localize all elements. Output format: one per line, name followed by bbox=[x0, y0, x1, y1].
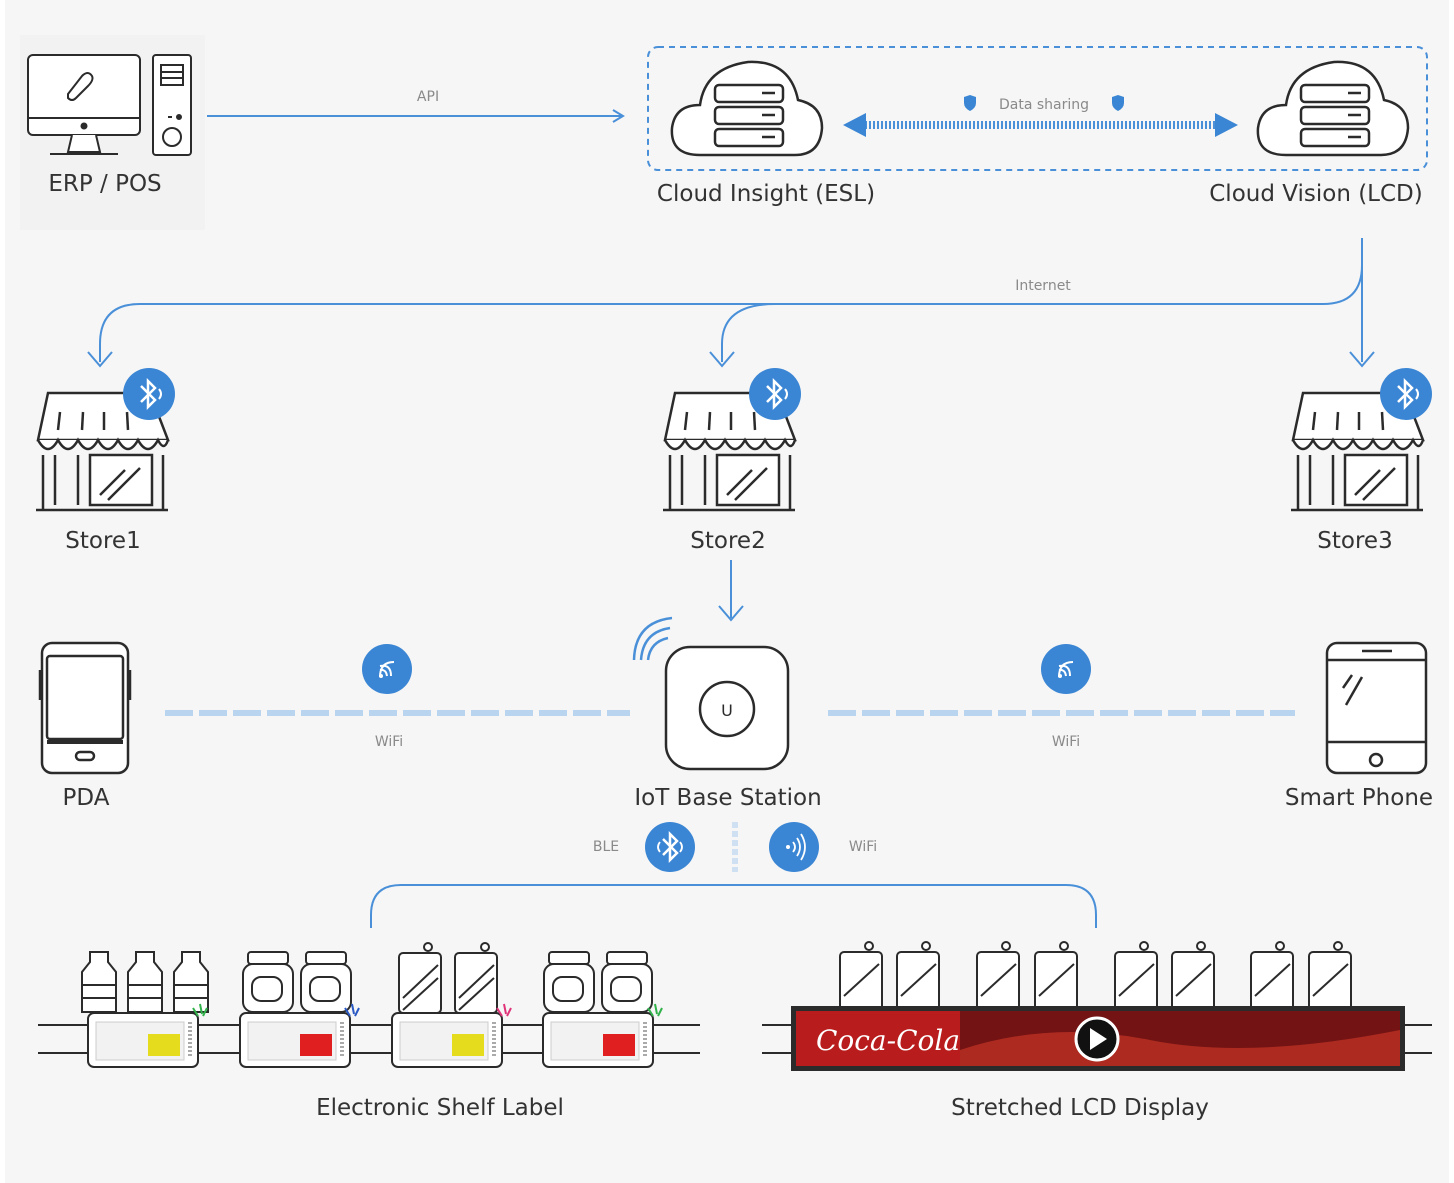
bottle-products bbox=[81, 951, 209, 1013]
esl-label: Electronic Shelf Label bbox=[316, 1095, 564, 1121]
cloud-insight-label: Cloud Insight (ESL) bbox=[657, 181, 875, 207]
shield-icon bbox=[964, 95, 976, 111]
bluetooth-badge-icon bbox=[123, 368, 175, 420]
lcd-label: Stretched LCD Display bbox=[951, 1095, 1209, 1121]
wifi-right-link bbox=[828, 644, 1295, 716]
erp-pos-label: ERP / POS bbox=[48, 171, 161, 197]
esl-tag bbox=[87, 1003, 208, 1068]
signal-waves-icon bbox=[632, 616, 673, 661]
internet-lines bbox=[87, 238, 1375, 368]
pda-label: PDA bbox=[63, 785, 110, 811]
wifi-right-label: WiFi bbox=[1052, 734, 1080, 750]
bracket-line bbox=[370, 884, 1097, 928]
bluetooth-badge-icon bbox=[749, 368, 801, 420]
data-sharing-label: Data sharing bbox=[999, 97, 1089, 113]
store1-node: Store1 bbox=[36, 368, 175, 554]
store-icon bbox=[1291, 391, 1425, 512]
store3-label: Store3 bbox=[1317, 528, 1392, 554]
play-icon[interactable] bbox=[1074, 1016, 1120, 1062]
iot-base-station-label: IoT Base Station bbox=[634, 785, 821, 811]
cloud-server-icon bbox=[1256, 60, 1410, 157]
store1-label: Store1 bbox=[65, 528, 140, 554]
store-icon bbox=[663, 391, 797, 512]
store-to-base-arrow bbox=[718, 560, 744, 622]
api-label: API bbox=[417, 89, 439, 105]
bluetooth-badge-icon bbox=[1380, 368, 1432, 420]
pda-node: PDA bbox=[38, 641, 132, 811]
diagram-background bbox=[5, 0, 1449, 1183]
wifi-badge-icon bbox=[1041, 644, 1091, 694]
store2-node: Store2 bbox=[663, 368, 801, 554]
phone-icon bbox=[1325, 641, 1428, 775]
can-products bbox=[839, 941, 1352, 1011]
cloud-vision-label: Cloud Vision (LCD) bbox=[1209, 181, 1423, 207]
jar-products bbox=[242, 951, 653, 1013]
shield-icon bbox=[1112, 95, 1124, 111]
can-products bbox=[398, 942, 498, 1014]
store3-node: Store3 bbox=[1291, 368, 1432, 554]
smart-phone-label: Smart Phone bbox=[1285, 785, 1433, 811]
esl-tag bbox=[391, 1003, 512, 1068]
cloud-server-icon bbox=[670, 60, 824, 157]
wifi-badge-icon bbox=[362, 644, 412, 694]
smart-phone-node: Smart Phone bbox=[1285, 641, 1433, 811]
wifi-signal-badge-icon bbox=[769, 822, 819, 872]
iot-base-station-node: U IoT Base Station bbox=[632, 616, 822, 811]
base-station-badge: U bbox=[721, 701, 733, 720]
erp-pos-node: ERP / POS bbox=[27, 54, 192, 197]
store2-label: Store2 bbox=[690, 528, 765, 554]
base-station-icon bbox=[664, 645, 790, 771]
wifi-bottom-label: WiFi bbox=[849, 839, 877, 855]
cloud-vision-node: Cloud Vision (LCD) bbox=[1209, 60, 1423, 207]
internet-label: Internet bbox=[1015, 278, 1071, 294]
esl-tag bbox=[542, 1003, 663, 1068]
esl-group: Electronic Shelf Label bbox=[38, 942, 700, 1121]
cloud-insight-node: Cloud Insight (ESL) bbox=[657, 60, 875, 207]
ble-label: BLE bbox=[593, 839, 619, 855]
data-sharing-arrow bbox=[843, 95, 1238, 137]
wifi-left-label: WiFi bbox=[375, 734, 403, 750]
lcd-brand-text: Coca-Cola bbox=[816, 1024, 960, 1057]
computer-icon bbox=[27, 54, 192, 156]
pda-device-icon bbox=[38, 641, 132, 775]
stretched-lcd-screen: Coca-Cola bbox=[791, 1006, 1405, 1071]
esl-tag bbox=[239, 1003, 360, 1068]
lcd-group: Coca-Cola Stretched LCD Display bbox=[762, 941, 1432, 1121]
ble-badge-icon bbox=[645, 822, 695, 872]
cloud-group-box bbox=[647, 46, 1428, 171]
wifi-left-link bbox=[165, 644, 630, 716]
